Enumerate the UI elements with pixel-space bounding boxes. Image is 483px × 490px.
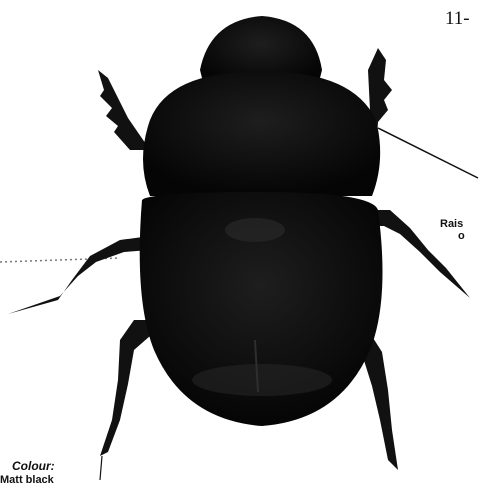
annotation-colour-value: Matt black — [0, 474, 54, 486]
page-number: 11- — [445, 8, 470, 30]
annotation-raised-continued: o — [458, 230, 465, 242]
pointer-line-colour — [100, 456, 102, 480]
annotation-raised: Rais — [440, 218, 463, 230]
mid-left-leg — [8, 236, 150, 314]
body-highlight — [225, 218, 285, 242]
pointer-line-raised — [378, 128, 478, 178]
annotation-colour-heading: Colour: — [12, 460, 55, 472]
beetle-pronotum — [143, 72, 380, 196]
front-left-leg — [98, 70, 150, 150]
rear-highlight — [192, 364, 332, 396]
